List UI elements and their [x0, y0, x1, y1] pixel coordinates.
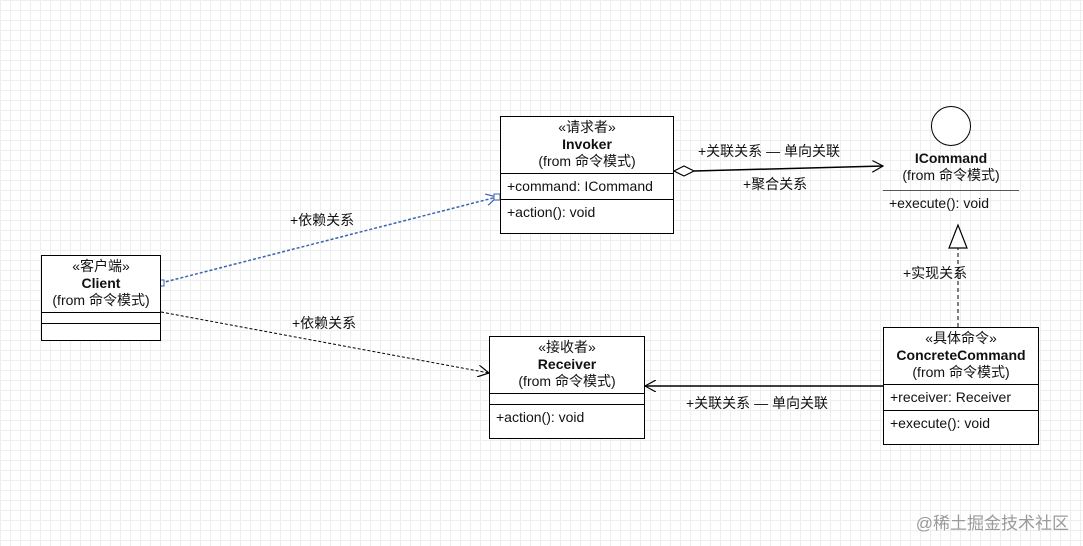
invoker-class-header: «请求者» Invoker (from 命令模式)	[501, 117, 673, 173]
dependency-client-invoker-line	[160, 197, 497, 284]
label-concrete-receiver-association: +关联关系 — 单向关联	[686, 395, 828, 411]
receiver-stereotype: «接收者»	[538, 339, 596, 355]
label-client-invoker: +依赖关系	[290, 212, 355, 228]
icommand-divider	[883, 190, 1019, 191]
realization-triangle	[948, 223, 968, 249]
client-attributes-section	[42, 312, 160, 323]
client-stereotype: «客户端»	[72, 258, 130, 274]
concrete-command-class[interactable]: «具体命令» ConcreteCommand (from 命令模式) +rece…	[883, 327, 1039, 445]
receiver-class-name: Receiver	[537, 356, 597, 372]
icommand-name: ICommand	[914, 150, 988, 166]
client-class[interactable]: «客户端» Client (from 命令模式)	[41, 255, 161, 341]
concrete-command-stereotype: «具体命令»	[925, 330, 997, 346]
watermark: @稀土掘金技术社区	[915, 514, 1069, 533]
receiver-operation: +action(): void	[490, 404, 644, 430]
concrete-command-attribute: +receiver: Receiver	[884, 384, 1038, 410]
client-class-header: «客户端» Client (from 命令模式)	[42, 256, 160, 312]
label-client-receiver: +依赖关系	[292, 315, 357, 331]
invoker-stereotype: «请求者»	[558, 119, 616, 135]
concrete-command-class-name: ConcreteCommand	[896, 347, 1026, 363]
receiver-package: (from 命令模式)	[518, 373, 616, 389]
receiver-attributes-section	[490, 393, 644, 404]
aggregation-diamond	[672, 165, 696, 177]
invoker-class-name: Invoker	[562, 136, 612, 152]
concrete-command-operation: +execute(): void	[884, 410, 1038, 436]
interface-lollipop-icon	[931, 106, 971, 146]
client-class-name: Client	[81, 275, 121, 291]
receiver-class[interactable]: «接收者» Receiver (from 命令模式) +action(): vo…	[489, 336, 645, 439]
invoker-attribute: +command: ICommand	[501, 173, 673, 199]
icommand-interface[interactable]: ICommand (from 命令模式) +execute(): void	[883, 106, 1019, 216]
concrete-command-class-header: «具体命令» ConcreteCommand (from 命令模式)	[884, 328, 1038, 384]
label-invoker-icommand-association: +关联关系 — 单向关联	[698, 143, 840, 159]
icommand-package: (from 命令模式)	[902, 167, 1000, 183]
client-operations-section	[42, 323, 160, 334]
invoker-package: (from 命令模式)	[538, 153, 636, 169]
concrete-command-package: (from 命令模式)	[912, 364, 1010, 380]
invoker-operation: +action(): void	[501, 199, 673, 225]
dependency-client-receiver-line	[160, 311, 489, 373]
receiver-class-header: «接收者» Receiver (from 命令模式)	[490, 337, 644, 393]
client-package: (from 命令模式)	[52, 292, 150, 308]
aggregation-invoker-icommand-line	[693, 166, 883, 171]
label-invoker-icommand-aggregation: +聚合关系	[743, 176, 808, 192]
invoker-class[interactable]: «请求者» Invoker (from 命令模式) +command: ICom…	[500, 116, 674, 234]
label-concrete-icommand-realization: +实现关系	[903, 265, 968, 281]
icommand-operation: +execute(): void	[889, 195, 989, 211]
